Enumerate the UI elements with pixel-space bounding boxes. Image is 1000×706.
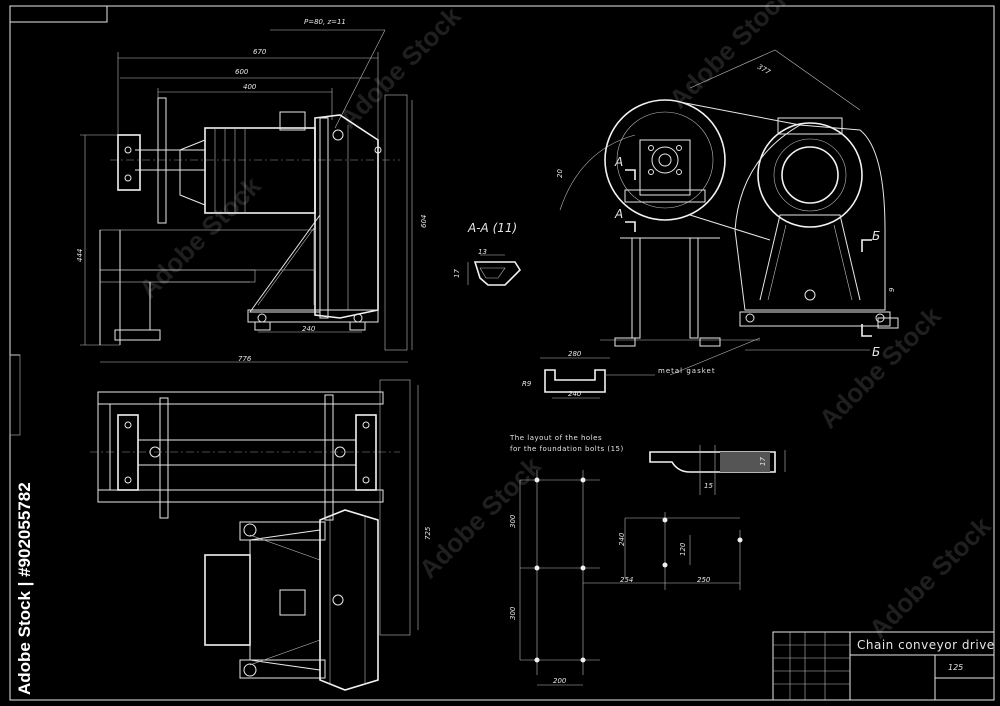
dim-725: 725: [424, 526, 432, 540]
dim-254: 254: [620, 576, 633, 584]
watermark-1: Adobe Stock: [133, 170, 267, 304]
watermark-6: Adobe Stock: [863, 510, 997, 644]
section-detail: [467, 254, 522, 286]
radius-r9: R9: [522, 380, 532, 388]
section-label: A-A (11): [467, 221, 517, 235]
dim-120: 120: [679, 542, 687, 556]
dim-280: 280: [568, 350, 582, 358]
side-view: [559, 49, 899, 376]
gasket-note: metal gasket: [658, 367, 716, 375]
dim-377: 377: [756, 63, 772, 77]
title-block: [772, 631, 995, 701]
watermark-2: Adobe Stock: [333, 0, 467, 134]
watermark-5: Adobe Stock: [813, 300, 947, 434]
dim-240-side: 240: [302, 325, 316, 333]
watermark-3: Adobe Stock: [663, 0, 797, 114]
front-view: [80, 29, 413, 363]
dim-600: 600: [235, 68, 249, 76]
plate-detail: [649, 445, 786, 495]
dim-604: 604: [420, 215, 428, 228]
section-a-bottom: A: [614, 207, 623, 221]
dim-200: 200: [553, 677, 567, 685]
watermark-4: Adobe Stock: [413, 450, 547, 584]
dim-17-section: 17: [453, 269, 461, 278]
dim-240-gasket: 240: [568, 390, 582, 398]
dim-400: 400: [243, 83, 257, 91]
dim-300-top: 300: [509, 514, 517, 528]
dim-17-plate: 17: [759, 457, 767, 466]
section-b-top: Б: [872, 229, 880, 243]
section-a-top: A: [614, 155, 623, 169]
plan-view: [90, 379, 419, 691]
dim-13: 13: [478, 248, 487, 256]
dim-444: 444: [76, 249, 84, 262]
dim-300-bottom: 300: [509, 606, 517, 620]
gasket-detail: [540, 357, 655, 399]
dim-9: 9: [888, 287, 896, 292]
section-b-bottom: Б: [872, 345, 880, 359]
drawing-title: Chain conveyor drive: [857, 638, 995, 652]
dim-240-holes: 240: [618, 532, 626, 546]
dim-20: 20: [556, 169, 564, 178]
holes-note-line1: The layout of the holes: [509, 434, 602, 442]
sheet-frame: [9, 5, 995, 701]
sheet-number: 125: [948, 663, 963, 672]
holes-note-line2: for the foundation bolts (15): [510, 445, 624, 453]
stock-id: Adobe Stock | #902055782: [15, 482, 34, 695]
dim-250: 250: [697, 576, 711, 584]
chain-spec: P=80, z=11: [304, 18, 346, 26]
holes-layout: [519, 470, 743, 686]
dim-15: 15: [704, 482, 713, 490]
dim-670: 670: [253, 48, 267, 56]
dim-776: 776: [238, 355, 252, 363]
